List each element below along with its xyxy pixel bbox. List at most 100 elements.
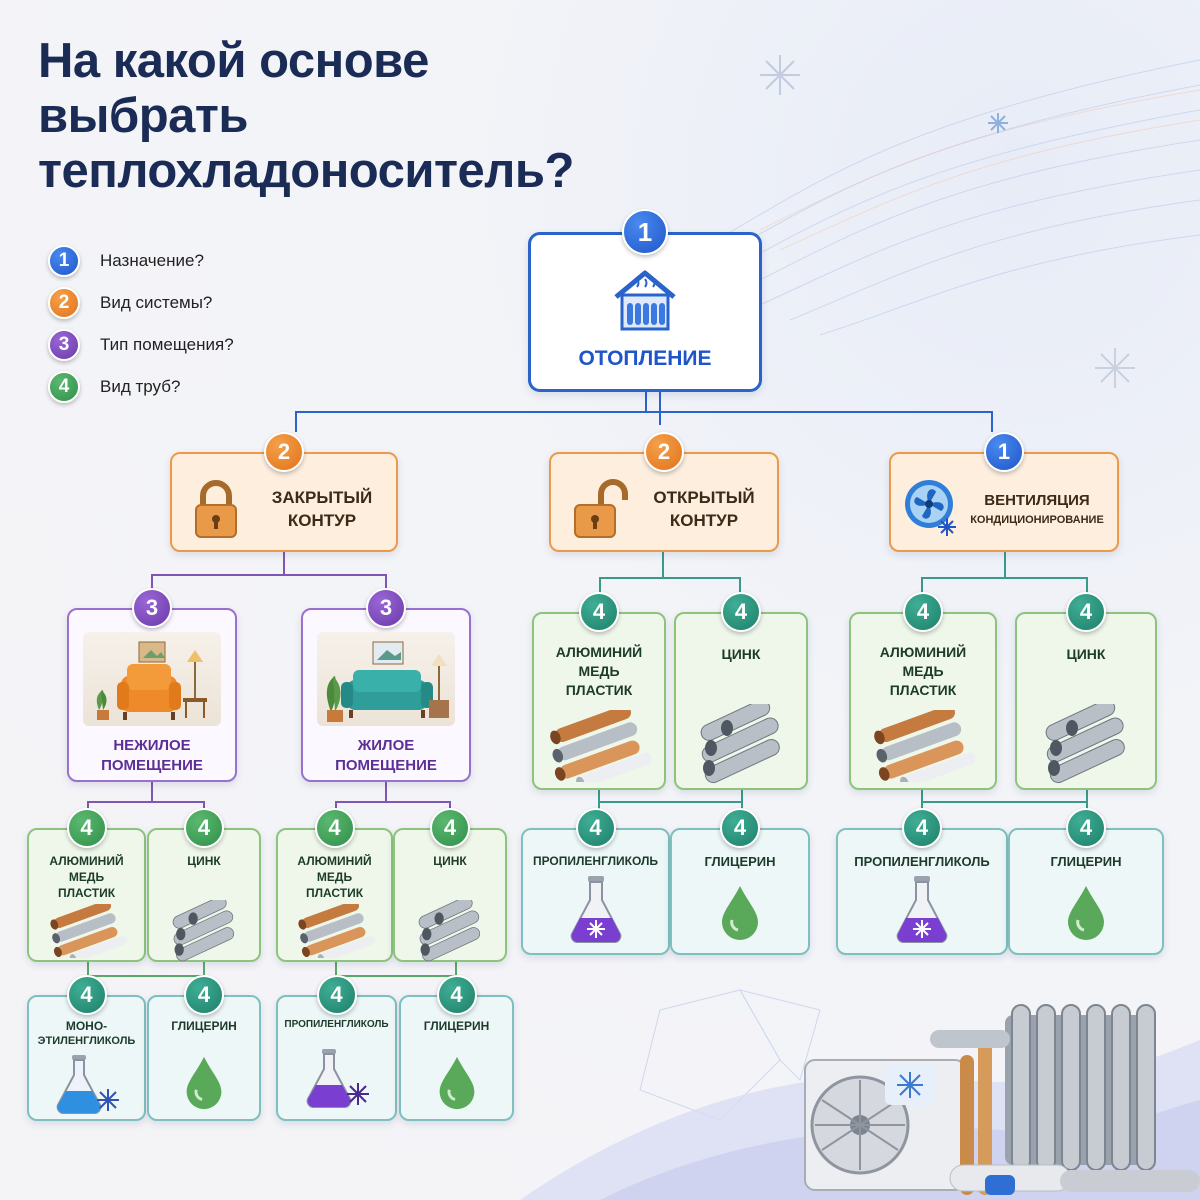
number-badge: 3 — [48, 329, 80, 361]
flask-blue-icon — [56, 1055, 119, 1114]
legend-item-2: 2 Вид системы? — [48, 282, 234, 324]
node-label-line-1: АЛЮМИНИЙ — [49, 854, 124, 868]
page-title: На какой основе выбрать теплохладоносите… — [38, 34, 574, 199]
node-nonres-glycerin: 4 ГЛИЦЕРИН — [147, 975, 261, 1121]
legend-item-3: 3 Тип помещения? — [48, 324, 234, 366]
number-badge: 2 — [48, 287, 80, 319]
node-vent-glycerin: 4 ГЛИЦЕРИН — [1008, 808, 1164, 955]
node-label-line-2: МЕДЬ — [316, 870, 353, 884]
node-label-line-3: ПЛАСТИК — [57, 886, 116, 900]
number-badge: 4 — [1066, 592, 1106, 632]
node-open-loop: 2 ОТКРЫТЫЙ КОНТУР — [549, 432, 779, 552]
steel-pipes-icon — [418, 900, 481, 962]
node-label-line-1: АЛЮМИНИЙ — [879, 644, 967, 660]
number-badge: 2 — [644, 432, 684, 472]
mixed-pipes-icon — [550, 710, 651, 782]
node-label-line-1: ЦИНК — [187, 854, 221, 868]
node-label: ПРОПИЛЕНГЛИКОЛЬ — [854, 854, 990, 869]
green-drop-icon — [186, 1056, 222, 1110]
node-label: ГЛИЦЕРИН — [704, 854, 776, 869]
number-badge: 4 — [902, 808, 942, 848]
node-open-propylene-glycol: 4 ПРОПИЛЕНГЛИКОЛЬ — [521, 808, 670, 955]
node-label: ПРОПИЛЕНГЛИКОЛЬ — [284, 1019, 389, 1030]
node-open-zinc-pipes: 4 ЦИНК — [674, 592, 808, 790]
legend-label: Вид системы? — [100, 293, 213, 312]
node-label: ПРОПИЛЕНГЛИКОЛЬ — [532, 854, 659, 868]
node-closed-loop: 2 ЗАКРЫТЫЙ КОНТУР — [170, 432, 398, 552]
node-label-line-2: МЕДЬ — [578, 663, 620, 679]
steel-pipes-icon — [700, 704, 780, 784]
node-label-line-1: НЕЖИЛОЕ — [113, 737, 191, 754]
flask-purple-icon — [306, 1049, 369, 1108]
node-open-mixed-pipes: 4 АЛЮМИНИЙ МЕДЬ ПЛАСТИК — [532, 592, 666, 790]
number-badge: 1 — [622, 209, 668, 255]
node-label-line-1: АЛЮМИНИЙ — [297, 854, 372, 868]
number-badge: 4 — [436, 975, 477, 1015]
number-badge: 4 — [184, 808, 224, 848]
node-label-line-3: ПЛАСТИК — [565, 682, 633, 698]
fan-snowflake-icon — [905, 480, 956, 536]
node-label-line-1: ЖИЛОЕ — [357, 737, 415, 754]
node-label: ГЛИЦЕРИН — [1050, 854, 1122, 869]
node-label-line-1: ЦИНК — [433, 854, 467, 868]
snowflake-icon — [760, 55, 800, 95]
number-badge: 4 — [720, 808, 760, 848]
armchair-room-icon — [96, 641, 207, 720]
hvac-equipment-illustration — [804, 1004, 1200, 1195]
number-badge: 2 — [264, 432, 304, 472]
node-label-line-1: АЛЮМИНИЙ — [555, 644, 643, 660]
node-label-line-1: МОНО- — [65, 1019, 108, 1033]
number-badge: 4 — [66, 975, 107, 1015]
node-nonres-monoethylene-glycol: 4 МОНО- ЭТИЛЕНГЛИКОЛЬ — [27, 975, 146, 1121]
number-badge: 4 — [721, 592, 761, 632]
lock-closed-icon — [195, 480, 237, 538]
node-label-line-1: ЗАКРЫТЫЙ — [271, 488, 373, 507]
green-drop-icon — [1068, 886, 1104, 940]
node-res-propylene-glycol: 4 ПРОПИЛЕНГЛИКОЛЬ — [276, 975, 397, 1121]
node-label-line-1: ЦИНК — [721, 646, 761, 662]
number-badge: 4 — [184, 975, 224, 1015]
number-badge: 4 — [314, 808, 355, 848]
node-label-line-2: ПОМЕЩЕНИЕ — [335, 757, 437, 774]
node-label-line-3: ПЛАСТИК — [889, 682, 957, 698]
node-ventilation: 1 ВЕНТИЛЯЦИЯ КОНДИЦИОНИРОВАНИЕ — [889, 432, 1119, 552]
legend-label: Вид труб? — [100, 377, 181, 396]
legend: 1 Назначение? 2 Вид системы? 3 Тип помещ… — [48, 240, 234, 408]
node-label: ГЛИЦЕРИН — [171, 1019, 237, 1033]
node-res-mixed-pipes: 4 АЛЮМИНИЙ МЕДЬ ПЛАСТИК — [276, 808, 393, 962]
title-line-3: теплохладоноситель? — [38, 144, 574, 198]
node-label-line-2: ПОМЕЩЕНИЕ — [101, 757, 203, 774]
number-badge: 4 — [579, 592, 619, 632]
number-badge: 4 — [48, 371, 80, 403]
node-nonresidential-room: 3 НЕЖИЛОЕ ПОМЕЩЕНИЕ — [67, 588, 237, 782]
node-nonres-zinc-pipes: 4 ЦИНК — [147, 808, 261, 962]
legend-item-1: 1 Назначение? — [48, 240, 234, 282]
legend-item-4: 4 Вид труб? — [48, 366, 234, 408]
node-vent-propylene-glycol: 4 ПРОПИЛЕНГЛИКОЛЬ — [836, 808, 1008, 955]
node-label-line-1: ЦИНК — [1066, 646, 1106, 662]
number-badge: 4 — [430, 808, 470, 848]
steel-pipes-icon — [1045, 704, 1125, 784]
node-res-glycerin: 4 ГЛИЦЕРИН — [399, 975, 514, 1121]
green-drop-icon — [722, 886, 758, 940]
node-label: ОТОПЛЕНИЕ — [578, 347, 712, 370]
node-label-line-2: КОНТУР — [669, 511, 739, 530]
node-label-line-1: ВЕНТИЛЯЦИЯ — [984, 492, 1090, 509]
number-badge: 4 — [66, 808, 107, 848]
node-label-line-2: МЕДЬ — [68, 870, 105, 884]
node-nonres-mixed-pipes: 4 АЛЮМИНИЙ МЕДЬ ПЛАСТИК — [27, 808, 146, 962]
node-res-zinc-pipes: 4 ЦИНК — [393, 808, 507, 962]
node-label-line-2: КОНДИЦИОНИРОВАНИЕ — [970, 514, 1104, 526]
number-badge: 4 — [316, 975, 357, 1015]
house-radiator-icon — [614, 270, 676, 331]
node-label: ГЛИЦЕРИН — [423, 1019, 490, 1033]
node-vent-zinc-pipes: 4 ЦИНК — [1015, 592, 1157, 790]
number-badge: 1 — [48, 245, 80, 277]
number-badge: 4 — [575, 808, 616, 848]
legend-label: Назначение? — [100, 251, 204, 270]
mixed-pipes-icon — [49, 904, 127, 958]
node-heating: 1 ОТОПЛЕНИЕ — [528, 209, 762, 392]
flask-purple-icon — [896, 876, 948, 943]
